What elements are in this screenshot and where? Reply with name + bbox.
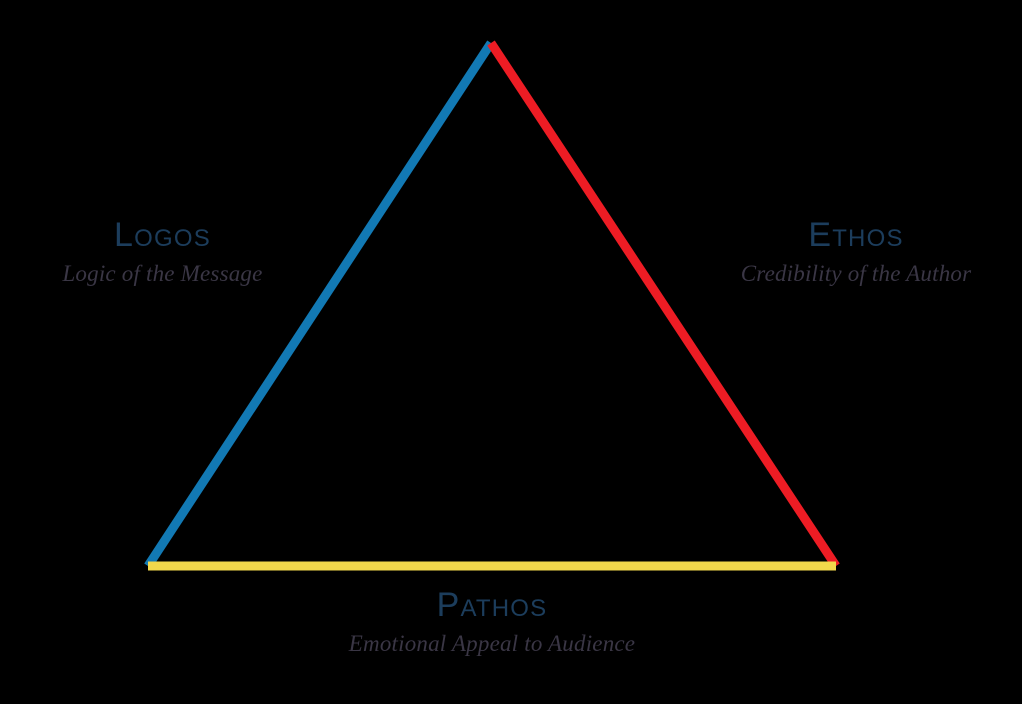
pathos-subtitle: Emotional Appeal to Audience xyxy=(348,630,636,656)
ethos-title: Ethos xyxy=(808,216,904,254)
ethos-subtitle: Credibility of the Author xyxy=(740,260,972,286)
logos-title: Logos xyxy=(114,216,211,254)
vertex-label-pathos: Pathos Emotional Appeal to Audience xyxy=(292,586,692,657)
logos-subtitle: Logic of the Message xyxy=(62,260,263,286)
triangle-side-logos xyxy=(144,40,495,569)
vertex-label-logos: Logos Logic of the Message xyxy=(0,216,325,287)
triangle-side-ethos xyxy=(487,40,840,569)
vertex-label-ethos: Ethos Credibility of the Author xyxy=(690,216,1022,287)
pathos-title: Pathos xyxy=(436,586,548,624)
